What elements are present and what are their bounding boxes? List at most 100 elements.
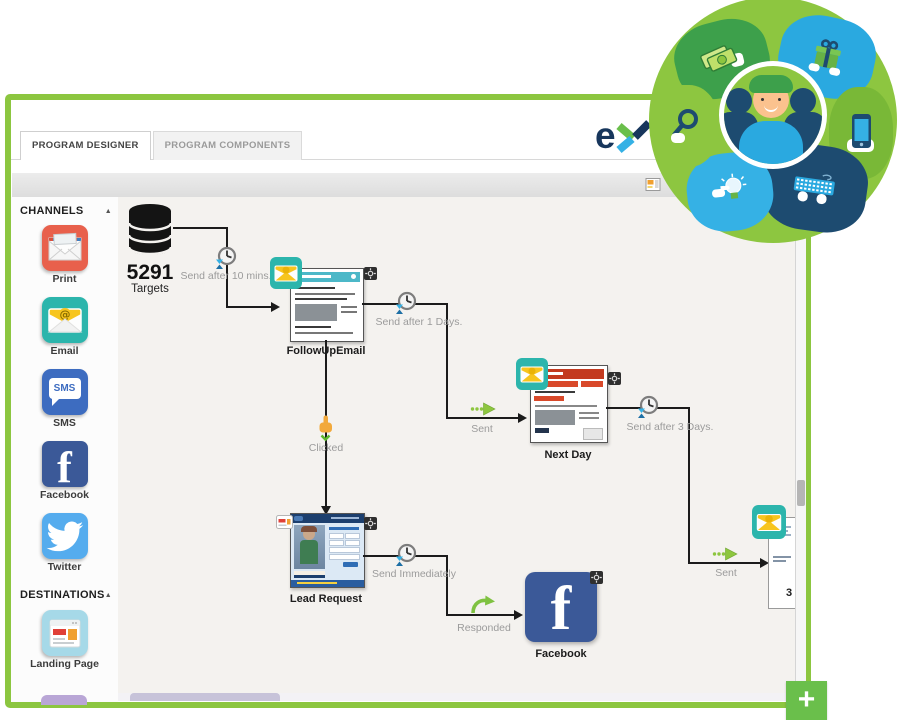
node-facebook[interactable]: f [525, 572, 597, 642]
clock-icon [216, 246, 237, 269]
node-leadrequest[interactable] [290, 513, 365, 588]
gear-icon [364, 267, 377, 280]
sent-arrow-icon [712, 547, 738, 561]
arrowhead [518, 413, 527, 423]
landing-page-badge [276, 515, 293, 534]
cycle-segment-money [667, 10, 777, 108]
node-settings-button[interactable] [590, 571, 603, 584]
sidebar-item-label: Facebook [39, 489, 89, 501]
edge-label-after3: Send after 3 Days. [626, 421, 714, 433]
channels-header[interactable]: CHANNELS ▲ [20, 205, 112, 217]
responded-arrow-icon [471, 595, 495, 614]
component-sidebar: CHANNELS ▲ [11, 197, 118, 705]
landing-page-icon [41, 610, 88, 656]
responded-trigger-icon[interactable] [470, 594, 496, 620]
sidebar-item-label: SMS [53, 417, 76, 429]
sidebar-item-landing-page[interactable]: Landing Page [11, 610, 118, 670]
node-settings-button[interactable] [364, 517, 377, 530]
node-label-facebook: Facebook [535, 648, 587, 660]
node-label-leadrequest: Lead Request [289, 593, 363, 605]
program-canvas[interactable]: 5291 Targets Send after 10 mins. [118, 197, 795, 700]
edge-segment [446, 303, 448, 419]
node-followupemail[interactable] [290, 268, 364, 342]
email-channel-badge [516, 358, 548, 390]
channels-title: CHANNELS [20, 205, 84, 217]
smartphone-icon [847, 114, 874, 152]
targets-count: 5291 [126, 261, 174, 284]
destinations-header[interactable]: DESTINATIONS ▲ [20, 589, 112, 601]
email-channel-badge [752, 505, 786, 539]
tab-program-components[interactable]: PROGRAM COMPONENTS [152, 131, 303, 160]
page-layout-icon [645, 178, 661, 191]
arrowhead [760, 558, 769, 568]
logo-letter: e [595, 115, 616, 156]
toolbar-layout-button[interactable] [645, 177, 661, 197]
edge-label-clicked: Clicked [308, 442, 344, 454]
add-button[interactable]: + [786, 681, 827, 720]
vertical-scrollbar-thumb[interactable] [797, 480, 805, 506]
edge-label-after1: Send after 1 Days. [375, 316, 463, 328]
targets-database-icon[interactable] [127, 203, 173, 266]
sidebar-item-label: Landing Page [30, 658, 99, 670]
logo-x-icon [615, 120, 652, 154]
sms-channel-icon: SMS [41, 369, 88, 415]
email-channel-badge [270, 257, 302, 289]
edge-segment [688, 562, 762, 564]
arrowhead [321, 506, 331, 515]
email-channel-icon: @ [41, 297, 88, 343]
tab-program-designer[interactable]: PROGRAM DESIGNER [20, 131, 151, 161]
sidebar-item-label: Email [50, 345, 79, 357]
vertical-scrollbar[interactable] [795, 197, 806, 700]
sidebar-item-print[interactable]: Print [11, 225, 118, 285]
arrowhead [514, 610, 523, 620]
node-label-nextday: Next Day [544, 449, 592, 461]
edge-label-sent1: Sent [471, 423, 493, 435]
sidebar-item-email[interactable]: @ Email [11, 297, 118, 357]
destinations-title: DESTINATIONS [20, 589, 105, 601]
facebook-f-glyph: f [57, 443, 72, 487]
tab-underline [11, 159, 805, 160]
edge-label-sent2: Sent [715, 567, 737, 579]
edge-label-after10: Send after 10 mins. [180, 270, 272, 282]
edge-segment [446, 614, 516, 616]
gear-icon [364, 517, 377, 530]
sent-trigger-icon[interactable] [470, 402, 496, 421]
sidebar-item-label: Print [52, 273, 77, 285]
clicked-trigger-icon[interactable] [315, 415, 336, 447]
node-settings-button[interactable] [364, 267, 377, 280]
gear-icon [608, 372, 621, 385]
print-channel-icon [41, 225, 88, 271]
gear-icon [590, 571, 603, 584]
sms-bubble-text: SMS [53, 383, 76, 394]
horizontal-scrollbar-thumb[interactable] [130, 693, 280, 701]
delay-trigger-icon[interactable] [214, 246, 238, 275]
app-window: PROGRAM DESIGNER PROGRAM COMPONENTS e [5, 94, 811, 708]
twitter-channel-icon [41, 513, 88, 559]
sidebar-item-sms[interactable]: SMS SMS [11, 369, 118, 429]
gift-icon [808, 39, 841, 76]
avatar-hair [749, 75, 793, 93]
horizontal-scrollbar[interactable] [118, 693, 795, 701]
delay-trigger-icon[interactable] [394, 543, 418, 572]
brand-logo: e [595, 116, 652, 156]
sidebar-item-partial[interactable] [41, 695, 87, 705]
sidebar-item-twitter[interactable]: Twitter [11, 513, 118, 573]
sent-trigger-icon[interactable] [712, 547, 738, 566]
collapse-caret-icon[interactable]: ▲ [104, 207, 112, 215]
collapse-caret-icon[interactable]: ▲ [104, 591, 112, 599]
canvas-toolbar [12, 173, 804, 198]
edge-segment [226, 227, 228, 308]
sidebar-item-label: Twitter [47, 561, 82, 573]
arrowhead [271, 302, 280, 312]
delay-trigger-icon[interactable] [636, 395, 660, 424]
edge-segment [688, 407, 690, 564]
sent-arrow-icon [470, 402, 496, 416]
edge-label-responded: Responded [457, 622, 511, 634]
tab-bar: PROGRAM DESIGNER PROGRAM COMPONENTS [20, 131, 303, 161]
hand-click-icon [319, 415, 332, 442]
delay-trigger-icon[interactable] [394, 291, 418, 320]
sidebar-item-facebook[interactable]: f Facebook [11, 441, 118, 501]
node-settings-button[interactable] [608, 372, 621, 385]
cycle-segment-phone [829, 87, 893, 179]
